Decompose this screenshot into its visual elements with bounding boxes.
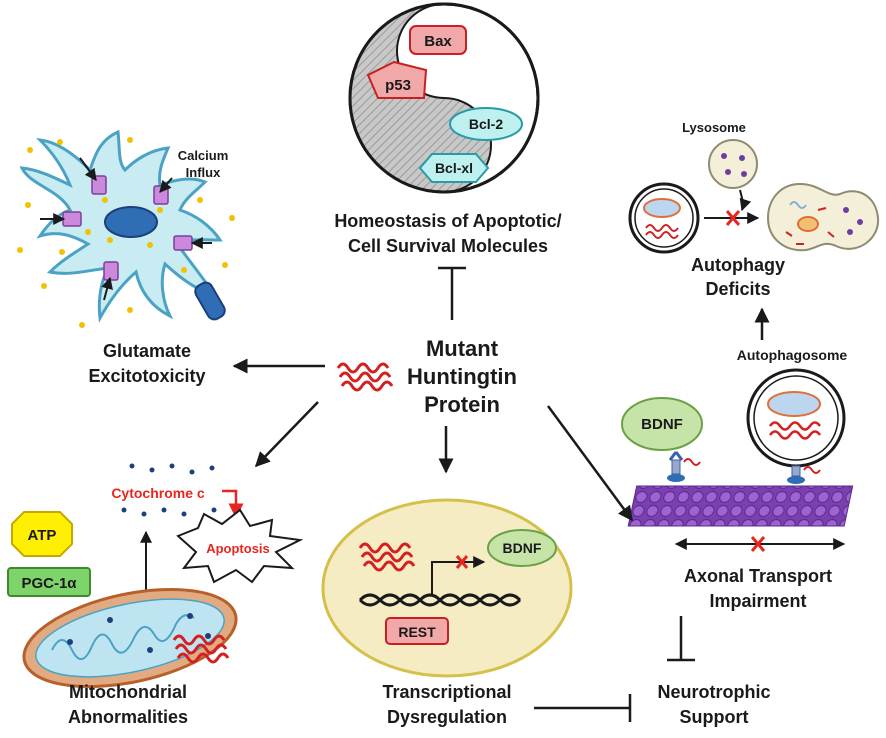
- autophagy-title-line2: Deficits: [705, 279, 770, 299]
- neuron-cell-icon: [19, 129, 226, 323]
- transcription-bdnf-oval: BDNF: [487, 529, 557, 567]
- inhibit-neurotrophic-connector: [534, 694, 632, 722]
- bclxl-hexagon: Bcl-xl: [418, 153, 490, 183]
- transcription-title-line2: Dysregulation: [387, 707, 507, 727]
- mito-title-line2: Abnormalities: [68, 707, 188, 727]
- nucleus-oval: [321, 498, 573, 678]
- apoptosis-starburst: Apoptosis: [176, 508, 304, 584]
- axonal-title-line2: Impairment: [709, 591, 806, 611]
- transport-blocked-x-icon: [750, 536, 766, 552]
- dna-helix-icon: [358, 593, 522, 607]
- glutamate-title-line2: Excitotoxicity: [88, 366, 205, 386]
- bdnf-oval: BDNF: [621, 397, 703, 451]
- inhibit-apoptotic-connector: [438, 266, 466, 320]
- axonal-transport-panel: BDNF Axonal Transport Impairment: [621, 368, 854, 611]
- pgc-label: PGC-1α: [21, 575, 77, 592]
- transcription-start-arrow: [431, 556, 486, 594]
- rest-label: REST: [398, 624, 436, 640]
- cytochrome-to-apoptosis-arrow: [222, 489, 244, 519]
- glutamate-title-line1: Glutamate: [103, 341, 191, 361]
- autophagosome-large-icon: [746, 368, 846, 468]
- bclxl-label: Bcl-xl: [435, 160, 473, 176]
- motor-protein-icons: [667, 451, 821, 484]
- transcription-title-line1: Transcriptional: [382, 682, 511, 702]
- center-label-line1: Mutant: [426, 336, 499, 361]
- calcium-influx-arrows: [40, 157, 212, 301]
- axonal-bdnf-label: BDNF: [641, 416, 683, 433]
- apoptotic-title-line1: Homeostasis of Apoptotic/: [334, 211, 561, 231]
- cytochrome-label: Cytochrome c: [111, 485, 205, 501]
- calcium-label-line1: Calcium: [178, 148, 229, 163]
- mitochondria-panel: Cytochrome c Apoptosis ATP PGC-1α Mitoch…: [7, 463, 304, 727]
- neurotrophic-title-line1: Neurotrophic: [657, 682, 770, 702]
- p53-label: p53: [385, 77, 411, 94]
- lysosome-icon: [708, 139, 758, 189]
- transcription-panel: BDNF REST Transcriptional Dysregulation: [321, 498, 573, 727]
- autolysosome-icon: [766, 182, 880, 252]
- autophagosome-small-icon: [628, 182, 700, 254]
- apoptotic-homeostasis-panel: Bax p53 Bcl-2 Bcl-xl Homeostasis of Apop…: [334, 2, 562, 256]
- arrow-to-axonal: [546, 405, 634, 522]
- cytochrome-dots: [121, 463, 217, 517]
- transcription-blocked-x-icon: [455, 555, 469, 569]
- mutant-huntingtin-node: Mutant Huntingtin Protein: [336, 336, 517, 417]
- atp-badge: ATP: [11, 511, 73, 557]
- calcium-ions: [17, 137, 235, 328]
- center-label-line2: Huntingtin: [407, 364, 517, 389]
- neurotrophic-title-line2: Support: [680, 707, 749, 727]
- atp-label: ATP: [28, 527, 57, 544]
- lysosome-fusion-arrow: [739, 189, 752, 212]
- glutamate-panel: Calcium Influx Glutamate Excitotoxicity: [17, 129, 235, 386]
- autophagy-title-line1: Autophagy: [691, 255, 785, 275]
- bax-box: Bax: [409, 25, 467, 55]
- center-label-line3: Protein: [424, 392, 500, 417]
- autophagy-panel: Lysosome Autophagy Deficits: [628, 120, 880, 363]
- bcl2-oval: Bcl-2: [449, 107, 523, 141]
- rest-box: REST: [385, 617, 449, 645]
- transcription-bdnf-label: BDNF: [503, 540, 542, 556]
- bcl2-label: Bcl-2: [469, 116, 503, 132]
- autophagosome-label: Autophagosome: [737, 347, 848, 363]
- p53-pentagon: p53: [366, 60, 428, 99]
- fusion-blocked-x-icon: [725, 210, 741, 226]
- bax-label: Bax: [424, 33, 452, 50]
- calcium-label-line2: Influx: [186, 165, 221, 180]
- apoptosis-label: Apoptosis: [206, 541, 270, 556]
- mhtt-protein-icon: [336, 362, 394, 392]
- apoptotic-title-line2: Cell Survival Molecules: [348, 236, 548, 256]
- axonal-title-line1: Axonal Transport: [684, 566, 832, 586]
- mito-title-line1: Mitochondrial: [69, 682, 187, 702]
- arrow-to-mitochondria: [254, 401, 319, 468]
- lysosome-label: Lysosome: [682, 120, 746, 135]
- microtubule-icon: [627, 485, 854, 527]
- neurotrophic-panel: Neurotrophic Support: [657, 616, 771, 727]
- pgc-badge: PGC-1α: [7, 567, 91, 597]
